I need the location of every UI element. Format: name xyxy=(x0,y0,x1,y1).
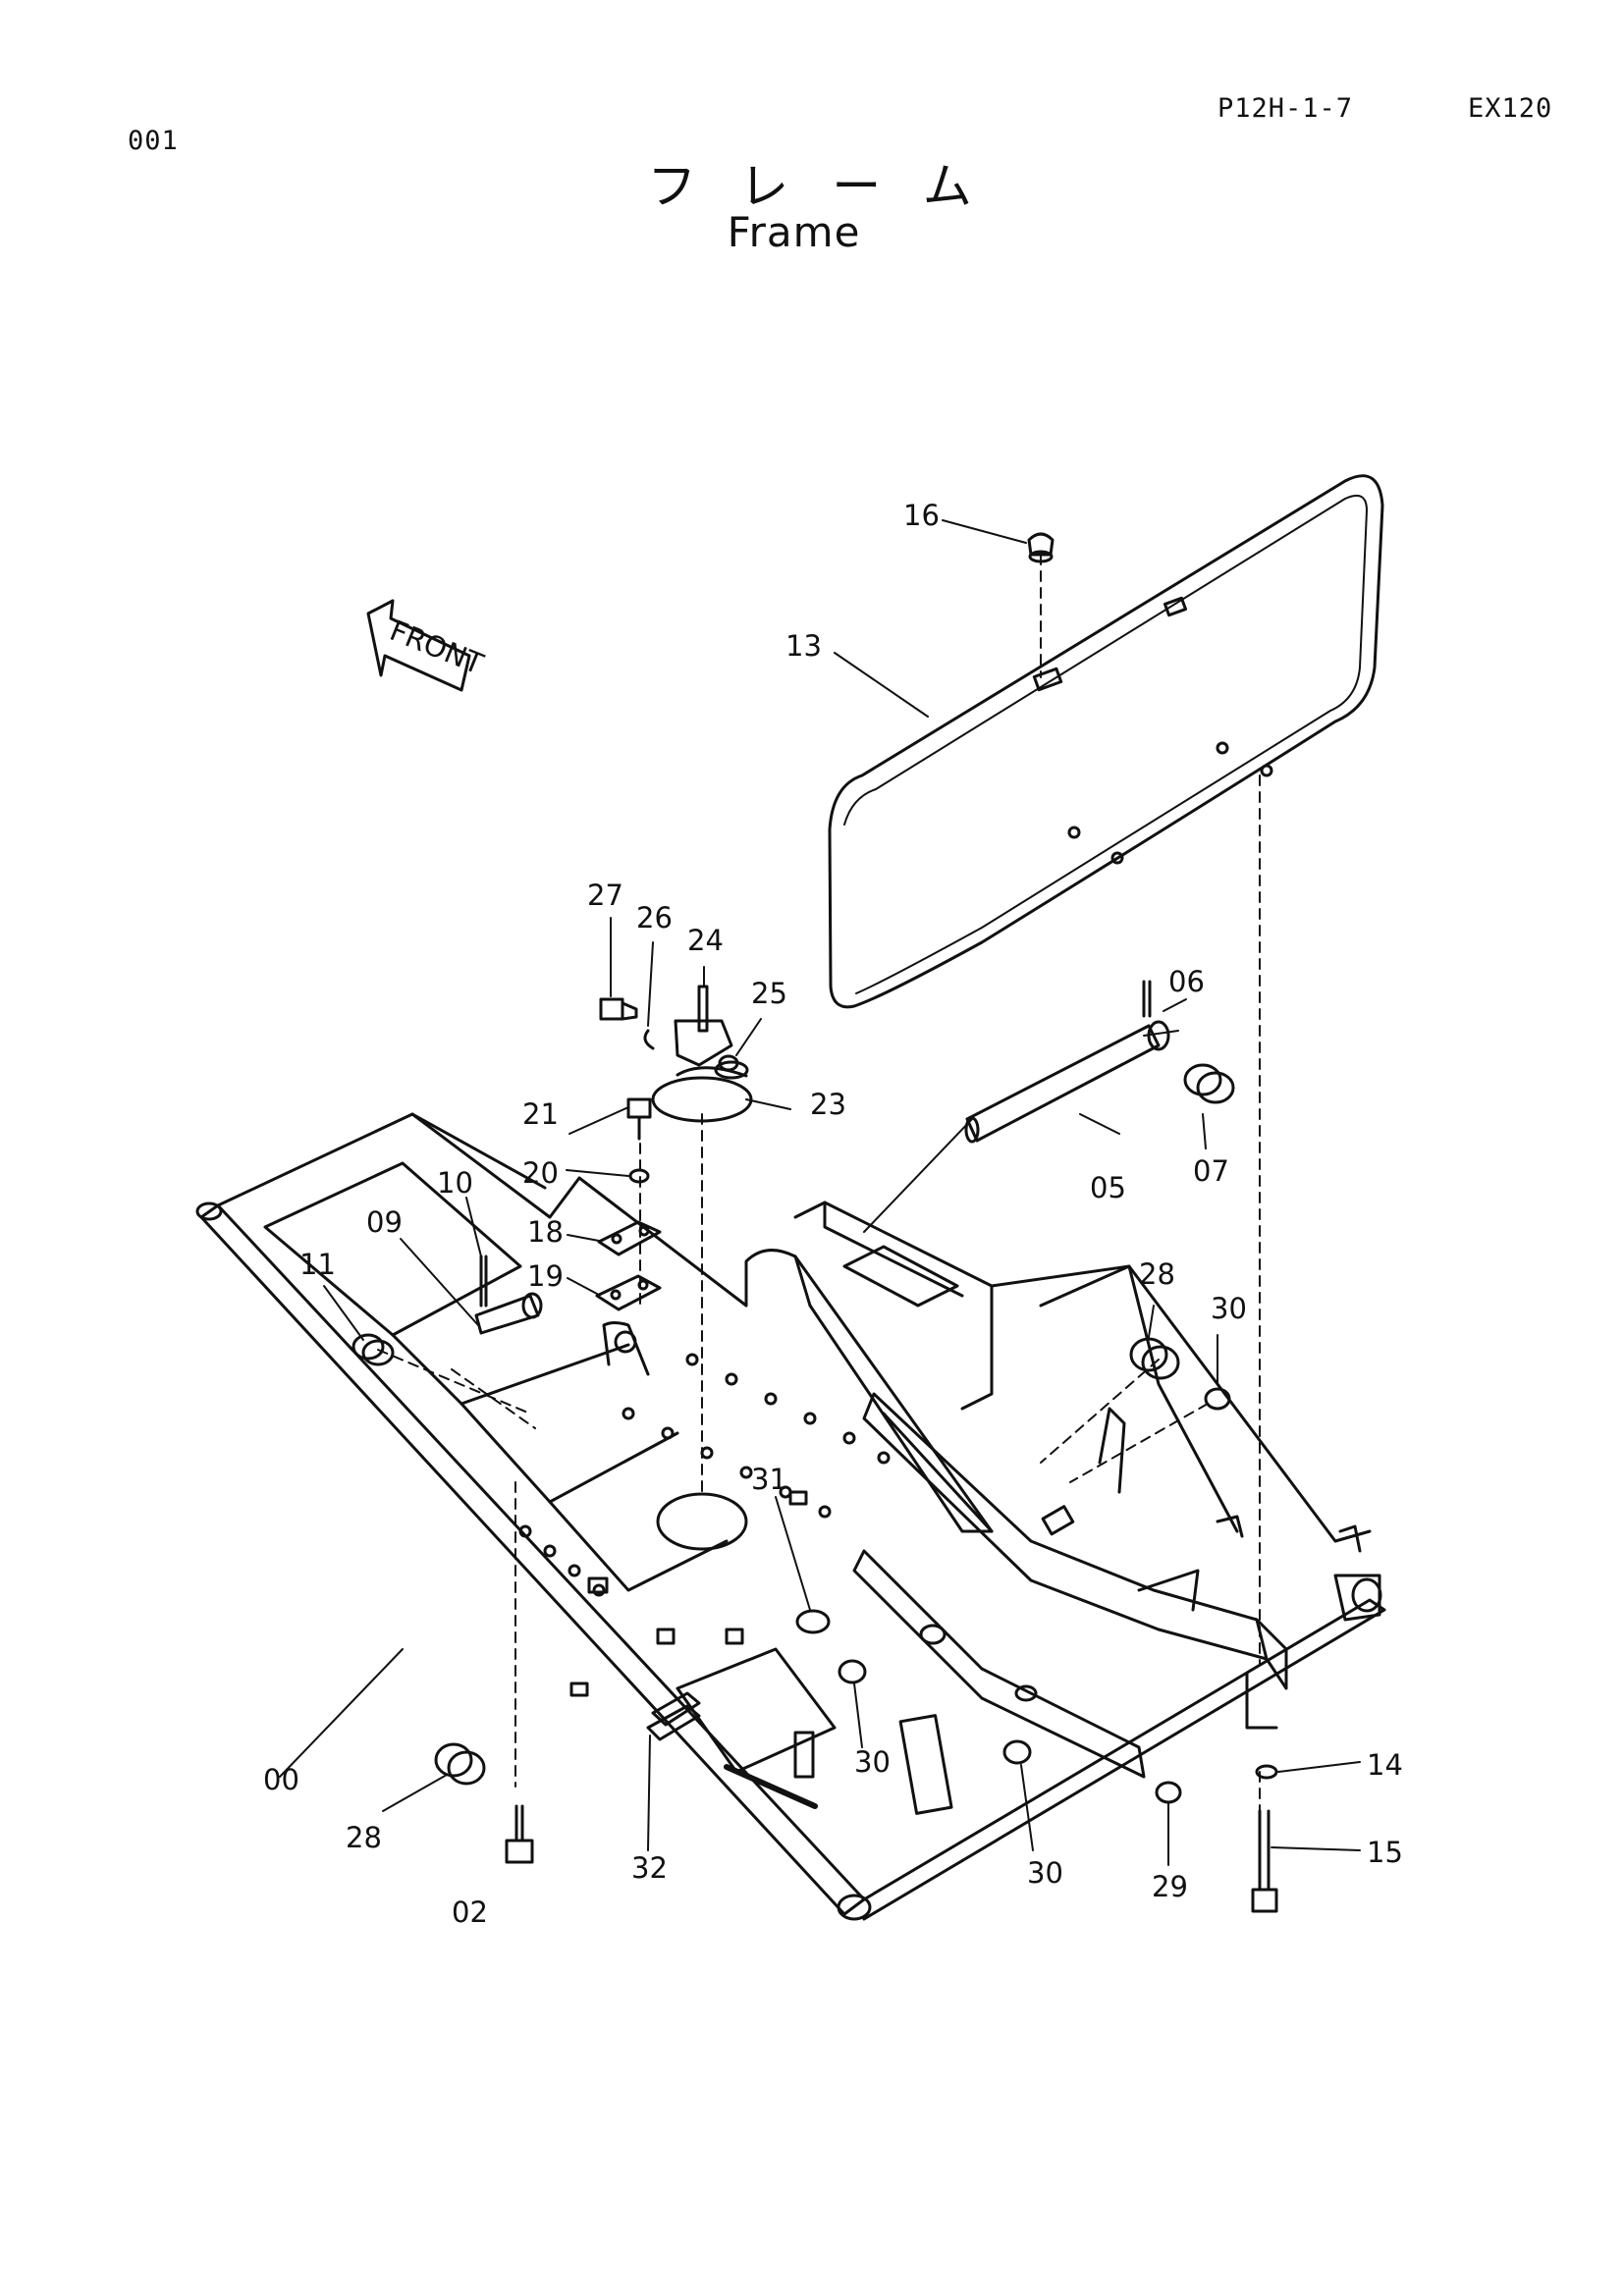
callout-21: 21 xyxy=(522,1097,559,1131)
page-number: 001 xyxy=(128,126,179,156)
bushing-30-lower xyxy=(1002,1739,1032,1765)
counterweight xyxy=(828,474,1384,1009)
cap-16 xyxy=(1027,532,1055,563)
document-code: P12H-1-7 xyxy=(1217,93,1354,124)
callout-20: 20 xyxy=(522,1156,559,1190)
cushion-23 xyxy=(651,1060,753,1123)
bushing-11 xyxy=(352,1333,395,1366)
leader-lines xyxy=(279,519,1361,1866)
callout-16: 16 xyxy=(903,499,940,532)
callout-10: 10 xyxy=(437,1166,473,1200)
pin-05 xyxy=(964,980,1170,1144)
callout-07: 07 xyxy=(1193,1154,1229,1188)
callout-30-right: 30 xyxy=(1211,1292,1247,1325)
callout-30-lower: 30 xyxy=(1027,1856,1063,1890)
bushing-28-right xyxy=(1129,1337,1180,1380)
bushing-07 xyxy=(1183,1063,1235,1104)
callout-31: 31 xyxy=(751,1463,787,1496)
callout-13: 13 xyxy=(785,629,822,663)
callout-09: 09 xyxy=(366,1205,403,1239)
title-english: Frame xyxy=(727,208,861,256)
callout-26: 26 xyxy=(636,901,673,934)
callout-11: 11 xyxy=(299,1248,336,1281)
bushing-29 xyxy=(1155,1781,1182,1804)
bolt-21 xyxy=(626,1097,652,1184)
callout-24: 24 xyxy=(687,924,724,957)
washer-14 xyxy=(1255,1764,1278,1780)
cover-32 xyxy=(646,1691,701,1741)
callout-19: 19 xyxy=(527,1259,564,1293)
washer-25 xyxy=(718,1054,739,1072)
main-frame xyxy=(195,1112,1386,1921)
bushing-30-right xyxy=(1204,1387,1231,1411)
plate-18 xyxy=(597,1220,662,1256)
front-arrow-icon: FRONT xyxy=(366,599,488,692)
callout-18: 18 xyxy=(527,1215,564,1249)
front-label: FRONT xyxy=(385,614,488,681)
callout-06: 06 xyxy=(1168,965,1205,998)
model-code: EX120 xyxy=(1468,93,1553,124)
ring-31 xyxy=(795,1609,831,1634)
callout-05: 05 xyxy=(1090,1171,1126,1204)
callout-29: 29 xyxy=(1152,1870,1188,1903)
callout-23: 23 xyxy=(810,1088,846,1121)
bolt-27 xyxy=(599,997,638,1021)
callout-32: 32 xyxy=(631,1851,668,1885)
bolt-15 xyxy=(1251,1809,1278,1913)
callout-00: 00 xyxy=(263,1763,299,1796)
pin-09 xyxy=(474,1255,543,1335)
ring-26 xyxy=(643,1029,655,1050)
callout-28-left: 28 xyxy=(346,1821,382,1854)
plate-19 xyxy=(595,1274,662,1311)
callout-27: 27 xyxy=(587,879,623,912)
bushing-28-left xyxy=(434,1742,486,1786)
callout-30-center: 30 xyxy=(854,1745,891,1779)
callout-02: 02 xyxy=(452,1896,488,1929)
callout-25: 25 xyxy=(751,977,787,1010)
callout-15: 15 xyxy=(1367,1836,1403,1869)
bracket-24 xyxy=(674,985,733,1067)
bushing-30-center xyxy=(838,1659,867,1684)
title-japanese: フレーム xyxy=(647,158,1015,215)
bolt-02 xyxy=(505,1804,534,1864)
callout-14: 14 xyxy=(1367,1748,1403,1782)
callout-28-right: 28 xyxy=(1139,1257,1175,1291)
assembly-lines xyxy=(377,554,1261,1832)
